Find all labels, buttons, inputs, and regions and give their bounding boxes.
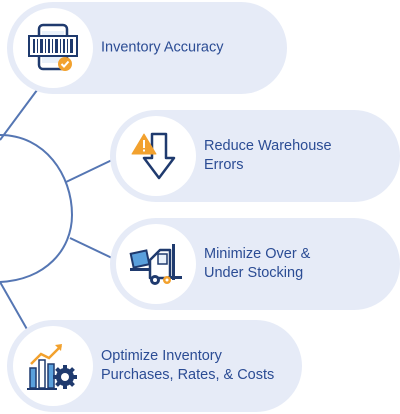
icon-circle: [13, 8, 93, 88]
connector-2: [65, 159, 113, 183]
benefit-label-line: Purchases, Rates, & Costs: [101, 367, 275, 383]
benefit-label: Reduce Warehouse Errors: [204, 137, 388, 175]
benefit-optimize-inventory: Optimize Inventory Purchases, Rates, & C…: [7, 320, 302, 412]
benefit-label-line: Optimize Inventory: [101, 348, 222, 364]
benefit-label-line: Errors: [204, 157, 244, 173]
benefit-inventory-accuracy: Inventory Accuracy: [7, 2, 287, 94]
benefit-label: Optimize Inventory Purchases, Rates, & C…: [101, 347, 290, 385]
benefit-label: Inventory Accuracy: [101, 39, 275, 58]
chart-gear-icon: [27, 344, 77, 390]
icon-circle: [13, 326, 93, 406]
benefit-minimize-stocking: Minimize Over & Under Stocking: [110, 218, 400, 310]
forklift-icon: [129, 244, 182, 285]
warning-down-arrow-icon: [131, 132, 176, 180]
benefit-label-line: Under Stocking: [204, 265, 304, 281]
barcode-phone-icon: [28, 23, 78, 71]
icon-circle: [116, 116, 196, 196]
connector-3: [69, 237, 113, 259]
benefit-label-line: Reduce Warehouse: [204, 138, 332, 154]
hub-arc: [0, 134, 74, 283]
benefit-label-line: Minimize Over &: [204, 246, 311, 262]
benefit-label: Minimize Over & Under Stocking: [204, 245, 388, 283]
benefit-label-line: Inventory Accuracy: [101, 39, 224, 56]
icon-circle: [116, 224, 196, 304]
benefit-reduce-warehouse-errors: Reduce Warehouse Errors: [110, 110, 400, 202]
